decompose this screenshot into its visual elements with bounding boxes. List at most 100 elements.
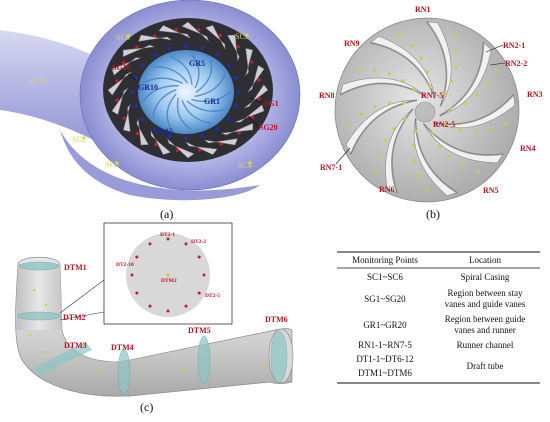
gr-point — [215, 52, 219, 57]
rn-point — [448, 155, 452, 159]
sg-point — [175, 148, 179, 152]
label-rn2-5: RN2-5 — [433, 120, 455, 129]
rn-point — [377, 153, 381, 157]
guide-vane — [204, 138, 238, 146]
table-row2-location-2: vanes and guide vanes — [445, 299, 526, 309]
rn-point — [437, 144, 442, 148]
label-dt2-2: DT2-2 — [191, 239, 206, 245]
guide-vane — [244, 84, 269, 109]
label-dtm2: DTM2 — [63, 313, 86, 322]
rn-point — [504, 122, 508, 126]
label-rn7-5: RN7-5 — [421, 91, 443, 100]
runner-blade — [190, 53, 200, 89]
runner-blade-shadow — [414, 118, 458, 194]
dtm2-center-point — [166, 273, 170, 277]
runner-blade-shadow — [370, 41, 436, 99]
table-row3-location-1: Region between guide — [445, 314, 525, 324]
section-dtm4 — [117, 348, 131, 396]
rn-point — [449, 107, 453, 111]
gr-point — [234, 75, 239, 80]
rn-point — [428, 84, 432, 88]
sg-point — [250, 60, 254, 64]
dt-point — [138, 366, 142, 370]
gr-point — [234, 104, 239, 109]
rn-point — [444, 123, 448, 127]
sc-point — [115, 161, 119, 165]
label-dtm2-center: DTM2 — [161, 278, 177, 284]
gr-point — [141, 117, 145, 121]
dt-monitoring-points — [28, 288, 264, 378]
dt-point — [76, 360, 80, 364]
rn-point — [425, 188, 429, 192]
table-row2-points: SG1~SG20 — [364, 294, 406, 304]
leader-sg1 — [249, 97, 263, 104]
table-row5-points-2: DTM1~DTM6 — [358, 368, 412, 378]
dt2-point — [130, 273, 134, 277]
sc-point — [126, 34, 130, 38]
runner-blade — [176, 97, 192, 131]
rn-point — [425, 70, 430, 74]
gr-point — [153, 52, 157, 57]
panel-b: RN1 RN2-1 RN2-2 RN3 RN4 RN5 RN6 RN7-1 RN… — [319, 5, 543, 221]
sg-monitoring-points — [115, 28, 261, 152]
sc-point — [82, 136, 86, 140]
sg-point — [135, 45, 139, 49]
runner-blade-shadow — [391, 108, 414, 193]
dt-point — [158, 374, 162, 378]
label-dtm3: DTM3 — [64, 341, 87, 350]
rn-point — [430, 131, 434, 136]
guide-vane — [221, 122, 254, 136]
label-rn6: RN6 — [379, 185, 395, 194]
inset-connector-bottom — [59, 311, 105, 321]
table-row1-location: Spiral Casing — [461, 272, 510, 282]
gr-point — [141, 63, 145, 67]
rn-monitoring-points — [346, 33, 508, 192]
table-row3-points: GR1~GR20 — [363, 320, 407, 330]
rn-point — [419, 56, 423, 60]
guide-vane — [205, 25, 226, 50]
runner-blade — [142, 77, 184, 85]
label-sc6: SC6 — [116, 33, 130, 42]
guide-vane — [158, 25, 191, 39]
section-dtm2 — [16, 311, 62, 321]
label-dtm5: DTM5 — [188, 326, 211, 335]
runner-blade — [186, 100, 226, 112]
label-rn4: RN4 — [520, 144, 536, 153]
label-sg1: SG1 — [264, 99, 279, 108]
guide-vane — [138, 34, 172, 42]
sg-point — [236, 44, 241, 49]
rn-point — [412, 158, 417, 163]
rn-point — [472, 129, 477, 133]
runner-blade — [153, 66, 189, 84]
dt2-point — [197, 255, 201, 259]
dt2-point — [166, 237, 170, 241]
rn-point — [359, 111, 363, 116]
sg-point — [257, 78, 261, 82]
label-dtm6: DTM6 — [265, 315, 288, 324]
inset-connector-top — [59, 279, 105, 314]
runner-blade-shadow — [426, 21, 448, 107]
rn-point — [387, 72, 392, 76]
leader-sg20 — [247, 115, 259, 127]
label-gr10: GR10 — [138, 83, 158, 92]
rn-point — [398, 33, 402, 37]
panel-c: DT2-1 DT2-2 DT2-10 DTM2 DT2-5 DTM1 DTM2 … — [15, 222, 294, 414]
label-sg10: SG10 — [112, 63, 131, 72]
table-row4-location: Runner channel — [457, 340, 514, 350]
table-row5-location: Draft tube — [467, 361, 504, 371]
guide-vane — [235, 104, 265, 123]
rn-point — [454, 65, 458, 69]
rn-point — [452, 33, 457, 37]
guide-vane — [227, 34, 240, 62]
gr-point — [200, 133, 205, 138]
dt-point — [28, 333, 32, 337]
rn-point — [443, 92, 447, 96]
guide-vane — [107, 71, 132, 96]
label-rn2-1: RN2-1 — [503, 41, 525, 50]
gr-point — [153, 127, 157, 132]
sg-point — [219, 142, 223, 146]
gr-point — [215, 127, 219, 132]
guide-vane — [111, 57, 141, 76]
label-rn9: RN9 — [344, 39, 360, 48]
